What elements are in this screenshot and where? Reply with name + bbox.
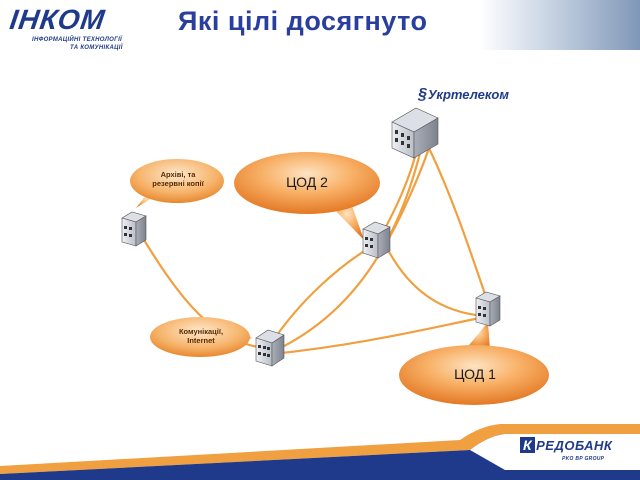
building-archive <box>121 211 147 247</box>
building-dc1 <box>475 291 501 327</box>
bubble-comms <box>150 317 252 357</box>
inkom-subtitle-line1: ІНФОРМАЦІЙНІ ТЕХНОЛОГІЇ <box>32 37 123 43</box>
dc2-bubble-label: ЦОД 2 <box>286 174 328 190</box>
ukrtelecom-mark-icon: § <box>418 86 427 103</box>
bubble-archives <box>130 159 224 208</box>
bubble-dc2 <box>234 152 380 240</box>
network-links <box>136 138 490 356</box>
page-title: Які цілі досягнуто <box>178 6 428 36</box>
ukrtelecom-logo-text: Укртелеком <box>427 87 509 102</box>
building-dc2 <box>362 221 391 259</box>
link-comms-to-dc1 <box>270 316 482 356</box>
kredobank-logo-text: РЕДОБАНК <box>536 438 613 453</box>
bubble-dc1 <box>399 322 549 405</box>
building-ukrtelecom <box>391 107 439 159</box>
archives-bubble-label: Архіві, та резервні копії <box>145 170 211 188</box>
link-dc2-to-dc1 <box>386 248 486 318</box>
comms-bubble-label: Комунікації, Internet <box>168 327 234 345</box>
link-archive-to-comms <box>136 228 270 350</box>
archives-label-line2: резервні копії <box>152 179 204 188</box>
inkom-subtitle-line2: ТА КОМУНІКАЦІЇ <box>70 45 123 51</box>
link-comms-to-telecom <box>270 143 424 354</box>
link-telecom-to-dc1 <box>423 138 490 305</box>
kredobank-logo-k: К <box>520 437 536 453</box>
header-band <box>0 0 640 50</box>
footer-swoosh <box>0 424 640 480</box>
dc1-bubble-label: ЦОД 1 <box>454 366 496 382</box>
link-comms-to-dc2 <box>268 243 376 347</box>
ukrtelecom-logo: §Укртелеком <box>418 86 509 104</box>
inkom-logo: ІНКОМ ІНФОРМАЦІЙНІ ТЕХНОЛОГІЇ ТА КОМУНІК… <box>8 4 160 54</box>
building-comms <box>255 329 285 367</box>
kredobank-subtitle: PKO BP GROUP <box>562 456 605 462</box>
archives-label-line1: Архіві, та <box>160 170 196 179</box>
comms-label-line1: Комунікації, <box>178 327 224 336</box>
comms-label-line2: Internet <box>187 336 215 345</box>
inkom-logo-subtitle: ІНФОРМАЦІЙНІ ТЕХНОЛОГІЇ ТА КОМУНІКАЦІЇ <box>32 36 123 52</box>
